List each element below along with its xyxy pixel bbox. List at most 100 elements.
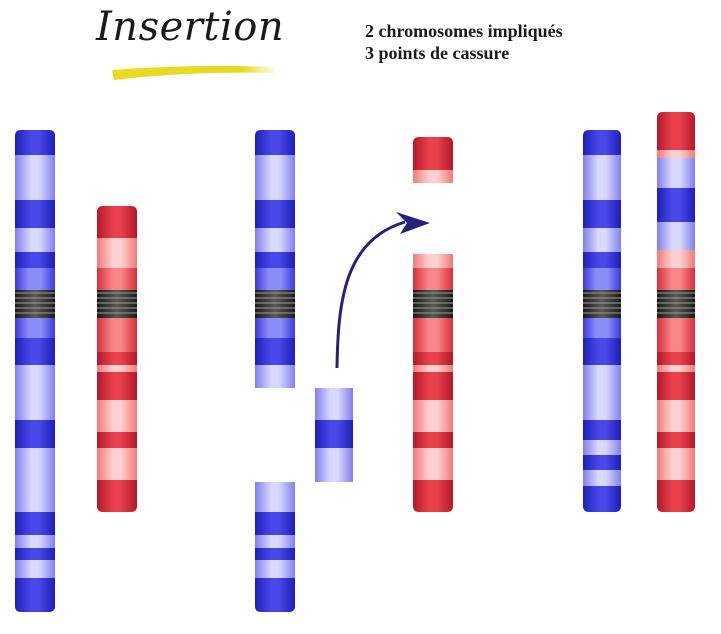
chromosome-band [15, 252, 55, 268]
chromosome-band [255, 365, 295, 388]
chromosome-band [413, 170, 453, 183]
chromosome-band [583, 200, 621, 228]
chromosome-band [315, 388, 353, 420]
chromosome-band [657, 400, 695, 432]
chromosome-band [255, 512, 295, 535]
chromosome-band [15, 318, 55, 338]
chromosome-band [413, 448, 453, 480]
chromosome-band [15, 268, 55, 290]
chromosome-band [583, 155, 621, 200]
chromosome-band [15, 548, 55, 560]
chromosome-band [97, 448, 137, 480]
chromosome-band [255, 252, 295, 268]
chromosome-blue-broken-lower [255, 482, 295, 612]
chromosome-band [413, 365, 453, 372]
chromosome-band [15, 560, 55, 578]
chromosome-band [97, 352, 137, 365]
blue-fragment-inserted [315, 388, 353, 482]
chromosome-band [583, 455, 621, 470]
chromosome-band [657, 222, 695, 250]
chromosome-band [15, 338, 55, 365]
chromosome-band [413, 372, 453, 400]
chromosome-band [255, 228, 295, 252]
title-underline [112, 66, 275, 80]
chromosome-band [97, 238, 137, 268]
chromosome-band [315, 448, 353, 482]
chromosome-band [583, 486, 621, 512]
chromosome-band [657, 448, 695, 480]
chromosome-band [657, 250, 695, 268]
chromosome-band [657, 372, 695, 400]
chromosome-band [15, 448, 55, 512]
chromosome-band [657, 318, 695, 352]
chromosome-band [15, 228, 55, 252]
chromosome-band [583, 470, 621, 486]
chromosome-band [657, 352, 695, 365]
chromosome-band [97, 206, 137, 238]
chromosome-band [413, 268, 453, 290]
chromosome-band [97, 318, 137, 352]
chromosome-band [583, 318, 621, 338]
chromosome-band [15, 130, 55, 155]
chromosome-band [255, 318, 295, 338]
centromere-band [583, 290, 621, 318]
chromosome-band [583, 420, 621, 440]
chromosome-red-original [97, 206, 137, 512]
chromosome-band [97, 365, 137, 372]
chromosome-band [583, 268, 621, 290]
chromosome-band [657, 112, 695, 150]
chromosome-band [97, 480, 137, 512]
centromere-band [657, 290, 695, 318]
chromosome-band [255, 578, 295, 612]
chromosome-band [15, 535, 55, 548]
chromosome-band [255, 200, 295, 228]
chromosome-band [583, 130, 621, 155]
chromosome-band [255, 338, 295, 365]
chromosome-band [255, 482, 295, 512]
chromosome-band [657, 432, 695, 448]
chromosome-band [657, 365, 695, 372]
chromosome-band [657, 158, 695, 188]
chromosome-band [15, 365, 55, 420]
chromosome-band [583, 228, 621, 252]
chromosome-band [413, 254, 453, 268]
chromosome-red-result [657, 112, 695, 512]
chromosome-band [255, 548, 295, 560]
chromosome-band [583, 252, 621, 268]
centromere-band [255, 290, 295, 318]
chromosome-red-broken-top [413, 137, 453, 183]
chromosome-band [255, 560, 295, 578]
chromosome-band [255, 155, 295, 200]
chromosome-band [583, 365, 621, 420]
chromosome-band [583, 338, 621, 365]
chromosome-band [255, 535, 295, 548]
insertion-arrow-shaft [337, 222, 405, 368]
chromosome-blue-broken-upper [255, 130, 295, 388]
chromosome-band [15, 420, 55, 448]
chromosome-band [583, 440, 621, 455]
chromosome-band [657, 480, 695, 512]
chromosome-band [255, 268, 295, 290]
chromosome-band [315, 420, 353, 448]
chromosome-band [413, 400, 453, 432]
chromosome-band [657, 150, 695, 158]
chromosome-band [657, 188, 695, 222]
chromosome-band [15, 578, 55, 612]
chromosome-band [413, 318, 453, 352]
chromosome-band [413, 432, 453, 448]
chromosome-band [97, 372, 137, 400]
chromosome-band [15, 155, 55, 200]
centromere-band [15, 290, 55, 318]
chromosome-band [97, 432, 137, 448]
chromosome-band [97, 400, 137, 432]
chromosome-band [15, 512, 55, 535]
chromosome-band [97, 268, 137, 290]
chromosome-band [255, 130, 295, 155]
chromosome-band [413, 480, 453, 512]
centromere-band [97, 290, 137, 318]
chromosome-band [15, 200, 55, 228]
chromosome-blue-original [15, 130, 55, 612]
centromere-band [413, 290, 453, 318]
chromosome-blue-result [583, 130, 621, 512]
